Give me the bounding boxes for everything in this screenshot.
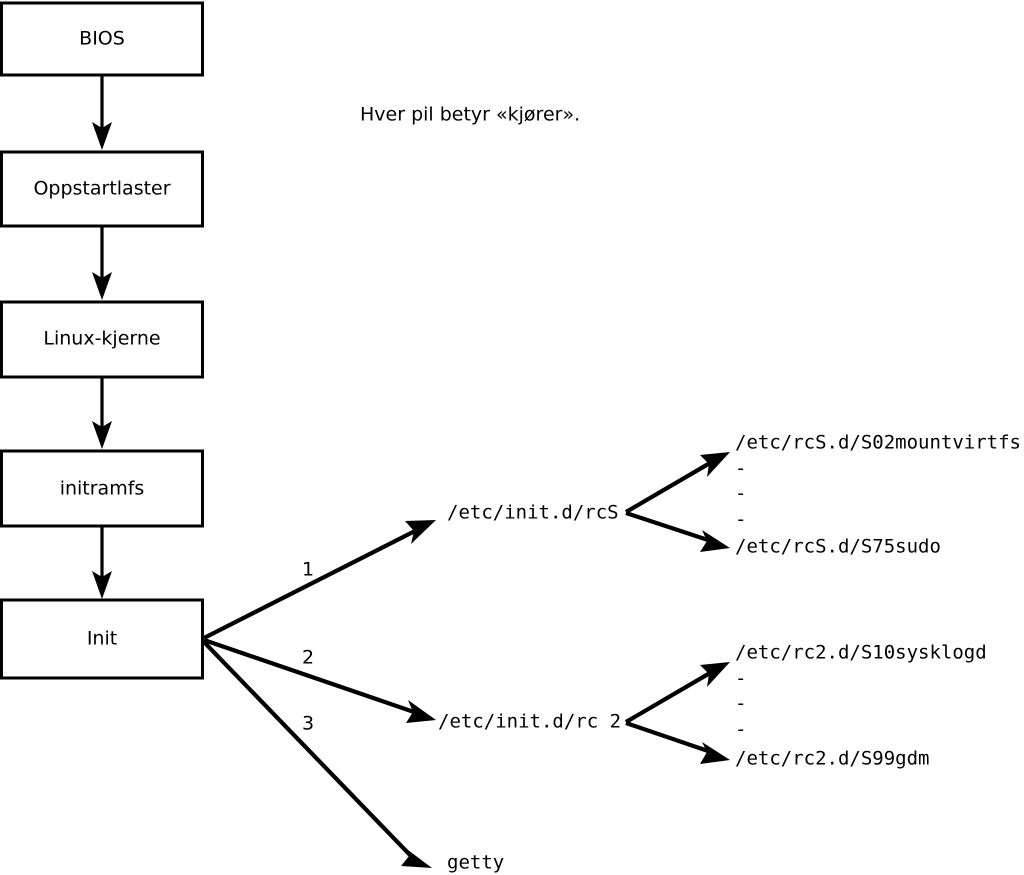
label-rc2-ellipsis-2: - (735, 693, 746, 715)
label-rc2-ellipsis-1: - (735, 668, 746, 690)
node-kernel-box (0, 300, 204, 379)
arrow-bios-to-bootloader (92, 76, 112, 150)
node-init-label: Init (87, 628, 117, 650)
node-bootloader-label: Oppstartlaster (33, 178, 170, 200)
node-initramfs: initramfs (0, 449, 204, 528)
arrowhead-rc2-last (700, 742, 730, 764)
label-rc2-ellipsis-3: - (735, 719, 746, 741)
label-rcs-first-script: /etc/rcS.d/S02mountvirtfs (735, 432, 1021, 454)
label-rcs-last-script: /etc/rcS.d/S75sudo (735, 536, 941, 558)
branch-label-3: 3 (302, 713, 314, 735)
arrow-bootloader-to-kernel (92, 227, 112, 300)
label-rcs-ellipsis-2: - (735, 483, 746, 505)
label-rcs-ellipsis-3: - (735, 509, 746, 531)
arrowhead-init-getty (401, 847, 432, 868)
arrowhead-rcs-last (700, 530, 730, 552)
node-bios-label: BIOS (79, 28, 125, 50)
arrow-rcs-to-last-script (625, 511, 730, 552)
arrowhead-init-rc2 (406, 700, 436, 723)
node-bootloader: Oppstartlaster (0, 150, 204, 228)
arrow-initramfs-to-init (92, 527, 112, 599)
arrow-rc2-to-last-script (625, 721, 730, 764)
label-rc2-last-script: /etc/rc2.d/S99gdm (735, 748, 929, 770)
arrow-kernel-to-initramfs (92, 378, 112, 449)
label-getty: getty (447, 852, 504, 874)
arrowhead-rcs-first (700, 452, 730, 477)
arrowhead-bootloader-kernel (92, 272, 112, 300)
node-kernel: Linux-kjerne (0, 300, 204, 379)
label-init-d-rcs: /etc/init.d/rcS (447, 502, 619, 524)
arrow-init-to-getty (202, 640, 432, 868)
arrow-init-to-rc2 (203, 638, 436, 723)
diagram-caption: Hver pil betyr «kjører». (360, 104, 580, 126)
node-initramfs-box (0, 449, 204, 528)
node-init: Init (0, 598, 204, 680)
label-rcs-ellipsis-1: - (735, 458, 746, 480)
arrowhead-rc2-first (700, 662, 730, 687)
node-bootloader-box (0, 150, 204, 228)
node-init-box (0, 598, 204, 680)
node-initramfs-label: initramfs (60, 478, 145, 500)
branch-label-1: 1 (302, 559, 314, 581)
arrowhead-bios-bootloader (92, 122, 112, 150)
arrowhead-initramfs-init (92, 571, 112, 599)
node-kernel-label: Linux-kjerne (43, 328, 160, 350)
node-bios-box (0, 1, 204, 77)
arrow-rc2-to-first-script (624, 662, 730, 724)
arrow-rcs-to-first-script (624, 452, 730, 514)
label-init-d-rc2: /etc/init.d/rc 2 (438, 711, 621, 733)
arrowhead-init-rcs (405, 520, 436, 544)
arrowhead-kernel-initramfs (92, 421, 112, 449)
label-rc2-first-script: /etc/rc2.d/S10sysklogd (735, 642, 987, 664)
arrow-init-to-rcs (203, 520, 436, 640)
branch-label-2: 2 (302, 647, 314, 669)
node-bios: BIOS (0, 1, 204, 77)
